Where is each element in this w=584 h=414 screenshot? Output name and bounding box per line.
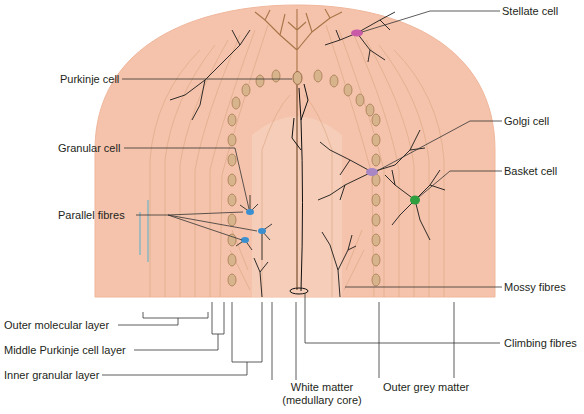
part-label: Climbing fibres bbox=[504, 337, 577, 350]
part-label: White matter (medullary core) bbox=[274, 381, 370, 407]
basket-fibres bbox=[170, 30, 250, 120]
purkinje-axon bbox=[296, 85, 297, 290]
part-label: Outer grey matter bbox=[383, 381, 469, 394]
part-label: Middle Purkinje cell layer bbox=[4, 344, 126, 357]
purkinje-cell-bodies bbox=[228, 70, 380, 286]
part-label: Parallel fibres bbox=[58, 209, 125, 222]
basket-cell-dendrites bbox=[385, 170, 445, 240]
stellate-dendrites bbox=[325, 12, 395, 62]
part-label: Outer molecular layer bbox=[4, 319, 109, 332]
purkinje-cell-body bbox=[293, 72, 302, 85]
climbing-fibre bbox=[292, 84, 308, 291]
leader-lines bbox=[122, 11, 502, 343]
part-label: Purkinje cell bbox=[60, 73, 119, 86]
golgi-cell bbox=[366, 168, 378, 176]
layer-brackets bbox=[102, 302, 454, 380]
mossy-fibres bbox=[254, 232, 356, 297]
folium-outline bbox=[95, 5, 495, 297]
parallel-fibre bbox=[140, 200, 148, 262]
part-label: Stellate cell bbox=[502, 5, 558, 18]
part-label: Basket cell bbox=[504, 165, 557, 178]
stellate-cell bbox=[351, 30, 363, 37]
part-label: Mossy fibres bbox=[504, 281, 566, 294]
part-label: Golgi cell bbox=[504, 115, 549, 128]
basket-cell bbox=[410, 196, 420, 205]
golgi-dendrites bbox=[318, 130, 425, 200]
part-label: Inner granular layer bbox=[4, 369, 99, 382]
purkinje-dendrites bbox=[255, 9, 342, 72]
part-label: Granular cell bbox=[58, 142, 120, 155]
granule-dendrites bbox=[236, 195, 272, 260]
granule-cells bbox=[241, 209, 266, 243]
